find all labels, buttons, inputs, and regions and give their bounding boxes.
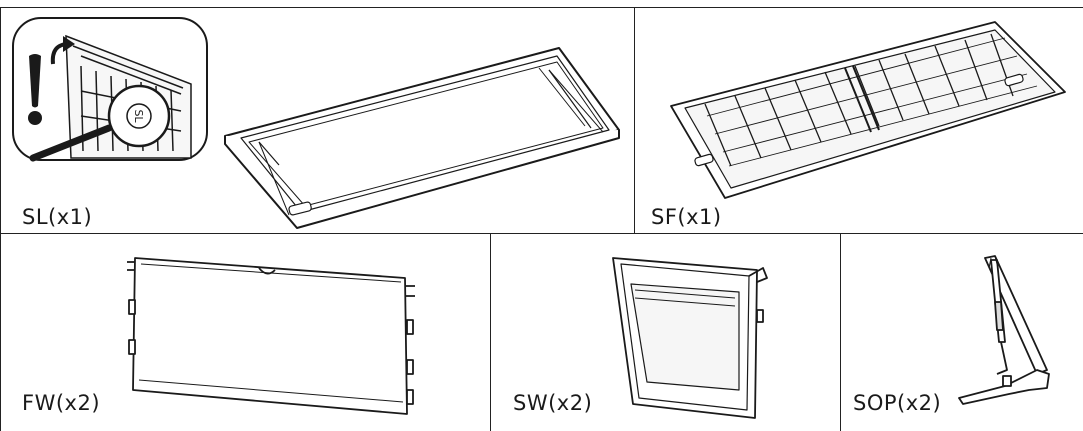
sw-wall-drawing [612, 257, 768, 419]
part-label-sf: SF(x1) [651, 205, 722, 229]
panel-sl: SL SL(x1) [0, 7, 635, 234]
panel-sw: SW(x2) [490, 233, 841, 431]
part-tag [288, 201, 312, 216]
sf-frame-drawing [670, 21, 1066, 199]
panel-sop: SOP(x2) [840, 233, 1083, 431]
part-label-sop: SOP(x2) [853, 391, 942, 415]
part-label-sl: SL(x1) [22, 205, 93, 229]
part-label-fw: FW(x2) [22, 391, 101, 415]
sop-support-drawing [958, 255, 1050, 405]
sl-detail-inset: SL [12, 17, 208, 162]
part-label-sw: SW(x2) [513, 391, 593, 415]
exclamation-icon [28, 54, 42, 125]
magnifier-icon [107, 84, 171, 148]
sl-board-drawing [224, 47, 620, 229]
panel-sf: SF(x1) [634, 7, 1083, 234]
fw-wall-drawing [127, 257, 415, 415]
panel-fw: FW(x2) [0, 233, 491, 431]
magnifier-text: SL [132, 109, 145, 123]
